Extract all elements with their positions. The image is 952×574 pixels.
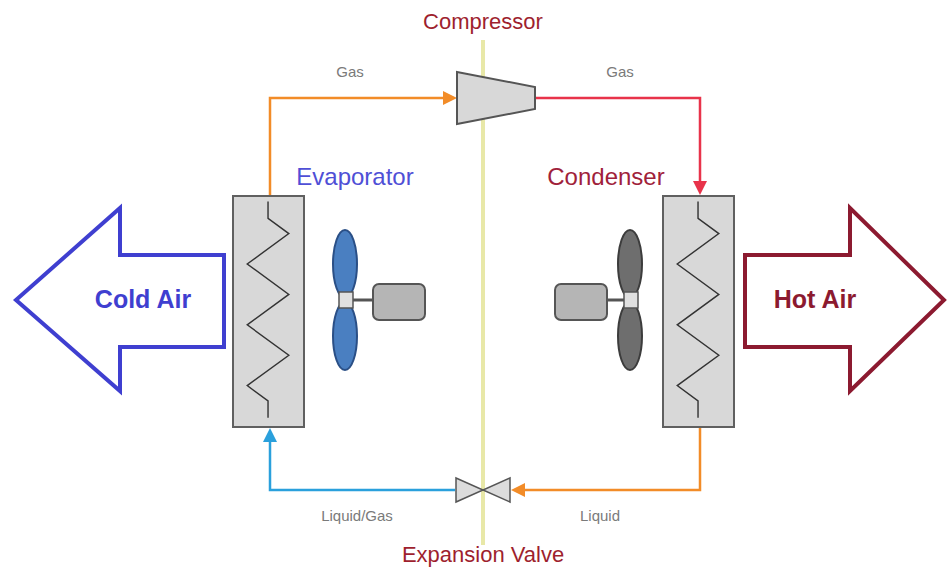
compressor: Compressor <box>457 72 535 124</box>
state-label: Gas <box>336 64 364 81</box>
refrigerant-line-path <box>525 428 700 490</box>
refrigerant-line-path <box>270 442 455 490</box>
evaporator-coil-label: Evaporator <box>296 164 413 190</box>
compressor-shape <box>457 72 535 124</box>
evaporator-coil: Evaporator <box>232 195 305 428</box>
expansion-valve-shape <box>455 477 511 503</box>
condenser-coil-shape <box>664 197 733 426</box>
hot-air-arrow-label: Hot Air <box>774 286 856 314</box>
expansion-valve: Expansion Valve <box>455 477 511 503</box>
arrowhead <box>693 181 707 195</box>
arrowhead <box>443 91 457 105</box>
compressor-label: Compressor <box>423 10 543 34</box>
arrowhead <box>511 483 525 497</box>
condenser-fan <box>555 230 642 370</box>
refrigerant-line <box>511 428 700 497</box>
arrowhead <box>263 428 277 442</box>
expansion-valve-label: Expansion Valve <box>402 543 564 567</box>
hot-air-arrow: Hot Air <box>743 205 947 394</box>
cold-air-arrow: Cold Air <box>13 205 227 394</box>
condenser-coil-label: Condenser <box>547 164 664 190</box>
refrigerant-line <box>535 98 707 195</box>
evaporator-coil-shape <box>234 197 303 426</box>
state-label: Liquid <box>580 508 620 525</box>
state-label: Gas <box>606 64 634 81</box>
evaporator-fan <box>333 230 425 370</box>
refrigerant-line <box>270 91 457 195</box>
cold-air-arrow-label: Cold Air <box>95 286 191 314</box>
condenser-coil: Condenser <box>662 195 735 428</box>
state-label: Liquid/Gas <box>321 508 393 525</box>
refrigerant-line-path <box>270 98 443 195</box>
refrigerant-line <box>263 428 455 490</box>
